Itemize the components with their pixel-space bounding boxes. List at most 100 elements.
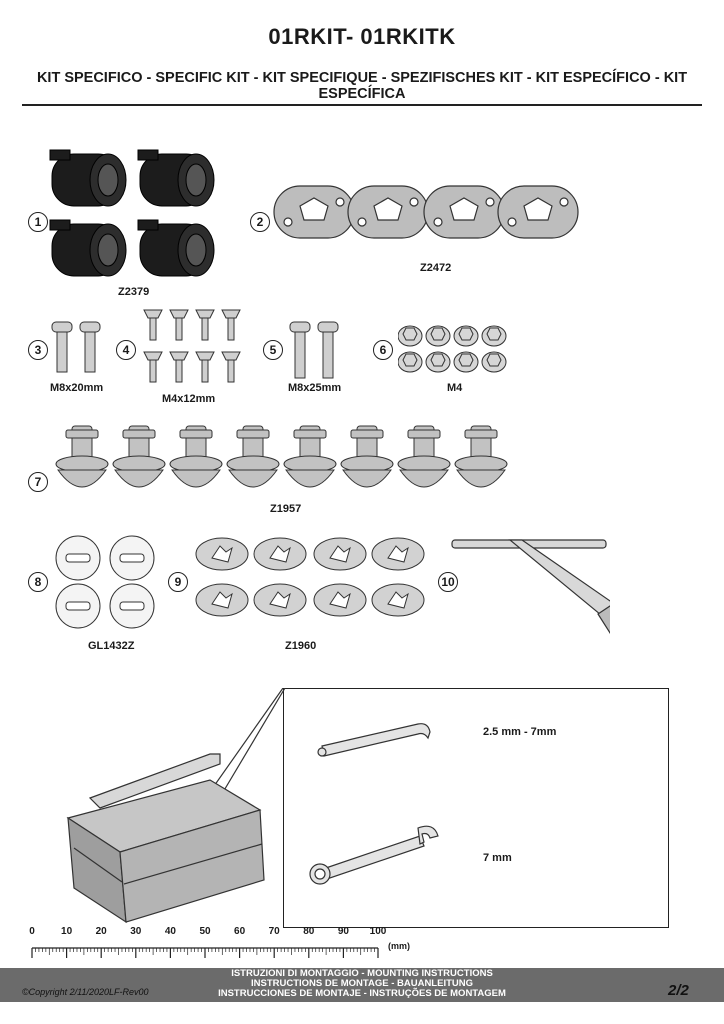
part-number-6: 6 bbox=[373, 340, 393, 360]
footer-line-3: INSTRUCCIONES DE MONTAJE - INSTRUÇÕES DE… bbox=[218, 988, 506, 999]
plate-icon bbox=[497, 185, 579, 239]
part-number-5: 5 bbox=[263, 340, 283, 360]
footer-instructions: ISTRUZIONI DI MONTAGGIO - MOUNTING INSTR… bbox=[0, 969, 724, 999]
nut-icon bbox=[425, 351, 451, 373]
scale-label: 90 bbox=[337, 926, 349, 937]
washer-icon bbox=[55, 535, 101, 581]
toothed-washer-icon bbox=[371, 583, 425, 617]
toolbox-illustration bbox=[66, 688, 286, 924]
plate-icon bbox=[423, 185, 505, 239]
screw-icon bbox=[195, 309, 215, 341]
scale-label: 80 bbox=[303, 926, 315, 937]
toothed-washer-icon bbox=[195, 583, 249, 617]
clamp-icon bbox=[49, 219, 127, 277]
key-tool-shaft bbox=[508, 539, 610, 624]
bushing-icon bbox=[340, 425, 394, 488]
screw-icon bbox=[195, 351, 215, 383]
scale-unit: (mm) bbox=[388, 941, 410, 951]
toolbox-handle bbox=[88, 753, 221, 809]
bushing-icon bbox=[112, 425, 166, 488]
wrench-size: 7 mm bbox=[483, 852, 512, 864]
part-code-7: Z1957 bbox=[270, 503, 302, 515]
page-number: 2/2 bbox=[668, 982, 689, 999]
clamp-icon bbox=[137, 219, 215, 277]
scale-label: 100 bbox=[369, 926, 387, 937]
part-3-screw-illustration bbox=[51, 321, 101, 373]
toolbox-front bbox=[119, 809, 265, 923]
part-number-1: 1 bbox=[28, 212, 48, 232]
mm-ruler bbox=[31, 947, 379, 958]
scale-label: 0 bbox=[29, 926, 35, 937]
part-code-8: GL1432Z bbox=[88, 640, 135, 652]
part-code-4: M4x12mm bbox=[162, 393, 216, 405]
part-code-5: M8x25mm bbox=[288, 382, 342, 394]
part-7-bushing-illustration bbox=[55, 425, 508, 488]
washer-icon bbox=[109, 535, 155, 581]
bushing-icon bbox=[169, 425, 223, 488]
footer-line-1: ISTRUZIONI DI MONTAGGIO - MOUNTING INSTR… bbox=[231, 968, 493, 979]
screw-icon bbox=[143, 351, 163, 383]
scale-label: 70 bbox=[268, 926, 280, 937]
wrench-icon bbox=[309, 825, 439, 885]
clamp-icon bbox=[137, 149, 215, 207]
bushing-icon bbox=[454, 425, 508, 488]
part-code-3: M8x20mm bbox=[50, 382, 104, 394]
bushing-icon bbox=[226, 425, 280, 488]
part-number-10: 10 bbox=[438, 572, 458, 592]
part-9-toothed-washer-illustration bbox=[195, 537, 425, 617]
toothed-washer-icon bbox=[313, 537, 367, 571]
scale-label: 40 bbox=[164, 926, 176, 937]
toothed-washer-icon bbox=[253, 583, 307, 617]
screw-icon bbox=[169, 309, 189, 341]
part-1-clamp-illustration bbox=[49, 149, 215, 277]
nut-icon bbox=[481, 325, 507, 347]
nut-icon bbox=[481, 351, 507, 373]
toothed-washer-icon bbox=[253, 537, 307, 571]
part-2-plate-illustration bbox=[273, 185, 579, 239]
page-subtitle: KIT SPECIFICO - SPECIFIC KIT - KIT SPECI… bbox=[36, 70, 688, 102]
part-code-6: M4 bbox=[447, 382, 463, 394]
nut-icon bbox=[398, 351, 423, 373]
part-8-washer-illustration bbox=[55, 535, 155, 629]
scale-label: 20 bbox=[95, 926, 107, 937]
tools-required-box bbox=[283, 688, 669, 928]
toothed-washer-icon bbox=[195, 537, 249, 571]
washer-icon bbox=[109, 583, 155, 629]
key-tool-tip bbox=[597, 605, 610, 634]
part-number-2: 2 bbox=[250, 212, 270, 232]
screw-icon bbox=[169, 351, 189, 383]
copyright: ©Copyright 2/11/2020LF-Rev00 bbox=[22, 987, 149, 997]
screw-icon bbox=[289, 321, 311, 379]
part-4-screw-illustration bbox=[143, 309, 241, 383]
allen-key-icon bbox=[317, 723, 431, 757]
part-code-9: Z1960 bbox=[285, 640, 317, 652]
nut-icon bbox=[425, 325, 451, 347]
washer-icon bbox=[55, 583, 101, 629]
toothed-washer-icon bbox=[313, 583, 367, 617]
plate-icon bbox=[347, 185, 429, 239]
nut-icon bbox=[453, 351, 479, 373]
screw-icon bbox=[317, 321, 339, 379]
scale-label: 60 bbox=[234, 926, 246, 937]
scale-label: 50 bbox=[199, 926, 211, 937]
screw-icon bbox=[79, 321, 101, 373]
scale-label: 30 bbox=[130, 926, 142, 937]
part-6-nut-illustration bbox=[398, 325, 507, 373]
part-number-8: 8 bbox=[28, 572, 48, 592]
screw-icon bbox=[143, 309, 163, 341]
allen-key-size: 2.5 mm - 7mm bbox=[483, 726, 557, 738]
nut-icon bbox=[453, 325, 479, 347]
header-divider bbox=[22, 104, 702, 106]
clamp-icon bbox=[49, 149, 127, 207]
screw-icon bbox=[51, 321, 73, 373]
toothed-washer-icon bbox=[371, 537, 425, 571]
part-number-9: 9 bbox=[168, 572, 188, 592]
part-number-4: 4 bbox=[116, 340, 136, 360]
part-code-1: Z2379 bbox=[118, 286, 150, 298]
footer-line-2: INSTRUCTIONS DE MONTAGE - BAUANLEITUNG bbox=[250, 978, 473, 989]
page-title: 01RKIT- 01RKITK bbox=[268, 24, 456, 49]
part-5-screw-illustration bbox=[289, 321, 339, 379]
plate-icon bbox=[273, 185, 355, 239]
part-10-key-tool-illustration bbox=[451, 539, 610, 634]
screw-icon bbox=[221, 309, 241, 341]
